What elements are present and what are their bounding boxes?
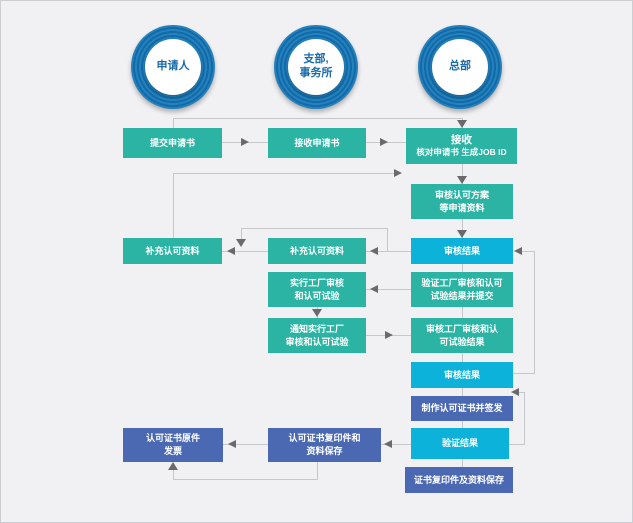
- node-label: 验证结果: [441, 438, 478, 449]
- arrow-left-icon: [228, 440, 236, 448]
- node-receive-application: 接收申请书: [268, 128, 366, 158]
- connector-line: [462, 421, 463, 428]
- node-label: 证书复印件及资料保存: [413, 474, 504, 485]
- arrow-left-icon: [511, 388, 519, 396]
- node-supplement-materials-applicant: 补充认可资料: [123, 238, 222, 264]
- node-make-certificate: 制作认可证书并签发: [411, 396, 513, 421]
- connector-line: [366, 251, 411, 252]
- node-label: 接收申请书: [294, 137, 340, 148]
- lane-label-text: 支部,: [303, 53, 329, 66]
- arrow-left-icon: [370, 247, 378, 255]
- node-label: 补充认可资料: [145, 245, 200, 256]
- connector-line: [462, 353, 463, 362]
- node-review-plan: 审核认可方案 等申请资料: [411, 184, 513, 219]
- node-label: 实行工厂审核: [289, 277, 344, 288]
- connector-line: [366, 289, 411, 290]
- node-label: 发票: [163, 446, 182, 456]
- node-label: 资料保存: [306, 446, 343, 456]
- arrow-down-icon: [457, 176, 467, 184]
- connector-line: [462, 264, 463, 272]
- node-certificate-copy-storage-hq: 证书复印件及资料保存: [405, 467, 513, 493]
- connector-line: [173, 467, 174, 479]
- node-label: 接收: [451, 133, 472, 146]
- lane-circle-applicant: 申请人: [131, 25, 215, 109]
- connector-line: [519, 251, 535, 252]
- lane-label-text: 总部: [449, 60, 471, 73]
- connector-line: [241, 229, 242, 241]
- arrow-down-icon: [236, 239, 246, 247]
- lane-label-branch: 支部, 事务所: [288, 39, 344, 95]
- arrow-down-icon: [457, 230, 467, 238]
- connector-line: [462, 307, 463, 318]
- connector-line: [173, 479, 318, 480]
- node-label: 试验结果并提交: [430, 290, 494, 301]
- arrow-down-icon: [457, 120, 467, 128]
- node-notify-factory-audit: 通知实行工厂 审核和认可试验: [268, 318, 366, 353]
- node-label: 验证工厂审核和认可: [421, 277, 503, 288]
- arrow-right-icon: [385, 331, 393, 339]
- node-certificate-copy-storage-branch: 认可证书复印件和 资料保存: [268, 428, 381, 462]
- connector-line: [462, 459, 463, 467]
- node-label: 认可证书原件: [145, 433, 200, 444]
- node-conduct-factory-audit: 实行工厂审核 和认可试验: [268, 272, 366, 307]
- connector-line: [173, 118, 463, 119]
- lane-label-text: 事务所: [299, 67, 333, 79]
- connector-line: [387, 229, 388, 251]
- connector-line: [534, 251, 535, 374]
- node-label: 审核认可方案: [434, 189, 489, 200]
- connector-line: [173, 118, 174, 128]
- connector-line: [516, 392, 525, 393]
- arrow-right-icon: [380, 138, 388, 146]
- arrow-left-icon: [227, 247, 235, 255]
- node-verify-result: 验证结果: [411, 428, 509, 459]
- arrow-right-icon: [394, 169, 402, 177]
- connector-line: [513, 373, 535, 374]
- node-label: 制作认可证书并签发: [421, 403, 503, 414]
- node-label: 审核工厂审核和认: [425, 323, 498, 334]
- node-label: 和认可试验: [294, 290, 340, 301]
- connector-line: [317, 462, 318, 479]
- node-review-result-2: 审核结果: [411, 362, 513, 388]
- node-label: 通知实行工厂: [289, 323, 344, 334]
- connector-line: [173, 173, 174, 238]
- node-label: 可试验结果: [439, 336, 485, 347]
- node-submit-application: 提交申请书: [123, 128, 222, 158]
- node-label: 等申请资料: [439, 202, 485, 213]
- arrow-up-icon: [168, 462, 178, 470]
- node-supplement-materials-branch: 补充认可资料: [268, 238, 366, 264]
- connector-line: [509, 444, 525, 445]
- node-label: 提交申请书: [149, 137, 195, 148]
- connector-line: [524, 392, 525, 445]
- connector-line: [222, 251, 268, 252]
- node-review-audit-results: 审核工厂审核和认 可试验结果: [411, 318, 513, 353]
- arrow-left-icon: [514, 247, 522, 255]
- arrow-left-icon: [384, 440, 392, 448]
- node-label: 审核和认可试验: [285, 336, 349, 347]
- node-certificate-original-invoice: 认可证书原件 发票: [123, 428, 223, 462]
- node-verify-and-submit-results: 验证工厂审核和认可 试验结果并提交: [411, 272, 513, 307]
- arrow-down-icon: [312, 309, 322, 317]
- node-label: 审核结果: [443, 369, 480, 380]
- connector-line: [173, 173, 397, 174]
- lane-label-text: 申请人: [156, 60, 190, 73]
- node-label: 补充认可资料: [289, 245, 344, 256]
- lane-label-applicant: 申请人: [145, 39, 201, 95]
- node-label: 审核结果: [443, 245, 480, 256]
- connector-line: [462, 164, 463, 184]
- lane-circle-branch: 支部, 事务所: [274, 25, 358, 109]
- connector-line: [381, 444, 411, 445]
- connector-line: [241, 228, 388, 229]
- connector-line: [223, 444, 268, 445]
- arrow-left-icon: [370, 285, 378, 293]
- arrow-right-icon: [241, 138, 249, 146]
- node-review-result-1: 审核结果: [411, 238, 513, 264]
- lane-label-hq: 总部: [432, 39, 488, 95]
- node-label: 认可证书复印件和: [288, 433, 361, 444]
- node-hq-receive-jobid: 接收 核对申请书 生成JOB ID: [406, 128, 517, 164]
- lane-circle-hq: 总部: [418, 25, 502, 109]
- node-label: 核对申请书 生成JOB ID: [416, 147, 507, 158]
- connector-line: [462, 219, 463, 238]
- connector-line: [462, 388, 463, 396]
